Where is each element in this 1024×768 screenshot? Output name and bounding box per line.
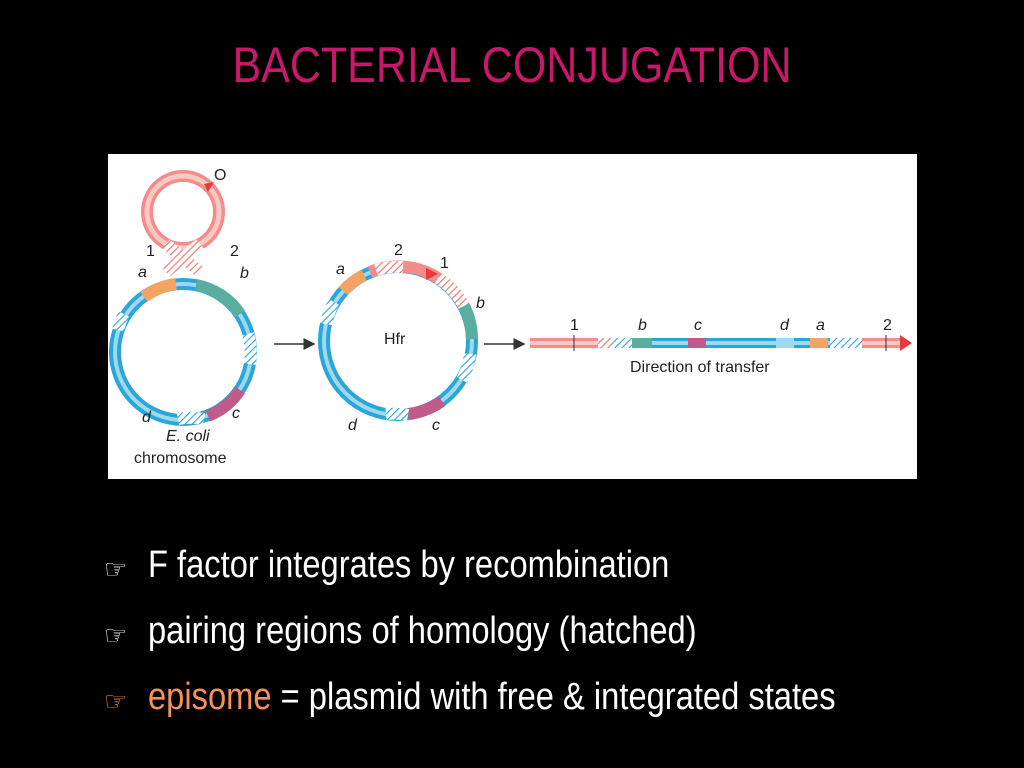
linear-segment-d [776, 338, 794, 348]
label-1: 1 [146, 243, 155, 260]
hfr-segment-b [464, 306, 472, 339]
pointing-hand-icon: ☞ [104, 610, 127, 660]
label-a: a [138, 264, 147, 281]
bullet-highlight: episome [148, 676, 272, 718]
chromosome-label-line2: chromosome [134, 450, 227, 467]
linear-label-2: 2 [883, 317, 892, 334]
bullet-text: = plasmid with free & integrated states [272, 676, 836, 718]
bullet-text-group: episome = plasmid with free & integrated… [148, 672, 836, 722]
linear-segment-b [632, 338, 652, 348]
stage-1-group: O 1 2 a b c d E. coli chromosome [115, 167, 251, 467]
linear-segment-a [810, 338, 828, 348]
hfr-segment-a [343, 275, 364, 291]
linear-label-d: d [780, 317, 790, 334]
hfr-label-d: d [348, 417, 358, 434]
bullet-item: ☞ pairing regions of homology (hatched) [108, 606, 988, 672]
bullet-text: pairing regions of homology (hatched) [148, 606, 697, 656]
linear-label-a: a [816, 317, 825, 334]
hfr-hatched-right [462, 354, 470, 380]
bullet-list: ☞ F factor integrates by recombination ☞… [108, 540, 988, 738]
stage-3-group: 1 b c d a 2 Direction of transfer [530, 317, 912, 376]
linear-label-1: 1 [570, 317, 579, 334]
hfr-label-b: b [476, 295, 485, 312]
label-d: d [142, 409, 152, 426]
segment-b [196, 285, 240, 314]
hfr-hatched-d [386, 414, 408, 415]
hfr-segment-c [408, 401, 442, 414]
hatched-left [118, 314, 124, 330]
label-c: c [232, 405, 240, 422]
slide-title: BACTERIAL CONJUGATION [72, 36, 953, 94]
diagram-svg: O 1 2 a b c d E. coli chromosome [108, 154, 917, 479]
bullet-item: ☞ F factor integrates by recombination [108, 540, 988, 606]
hfr-label: Hfr [384, 331, 406, 348]
linear-label-c: c [694, 317, 702, 334]
pointing-hand-icon: ☞ [104, 544, 127, 594]
segment-a [144, 284, 176, 297]
hfr-label-c: c [432, 417, 440, 434]
hfr-hatched-2 [438, 278, 464, 306]
hfr-label-a: a [336, 261, 345, 278]
linear-segment-c [688, 338, 706, 348]
hfr-hatched-left [326, 302, 334, 324]
label-b: b [240, 265, 249, 282]
label-2: 2 [230, 243, 239, 260]
hfr-label-1: 1 [440, 255, 449, 272]
linear-hatched-2 [830, 338, 862, 348]
pointing-hand-icon: ☞ [104, 676, 127, 726]
transfer-arrowhead [900, 335, 912, 351]
hatched-d [178, 418, 204, 419]
chromosome-label-line1: E. coli [166, 428, 210, 445]
transfer-direction-label: Direction of transfer [630, 359, 770, 376]
bullet-text: F factor integrates by recombination [148, 540, 669, 590]
hfr-hatched-1 [376, 267, 403, 270]
hfr-label-2: 2 [394, 242, 403, 259]
stage-2-group: Hfr 2 1 a b c d [324, 242, 485, 434]
linear-label-b: b [638, 317, 647, 334]
bullet-item: ☞ episome = plasmid with free & integrat… [108, 672, 988, 738]
conjugation-diagram: O 1 2 a b c d E. coli chromosome [108, 154, 917, 479]
origin-label: O [214, 167, 226, 184]
hatched-right [248, 334, 251, 364]
